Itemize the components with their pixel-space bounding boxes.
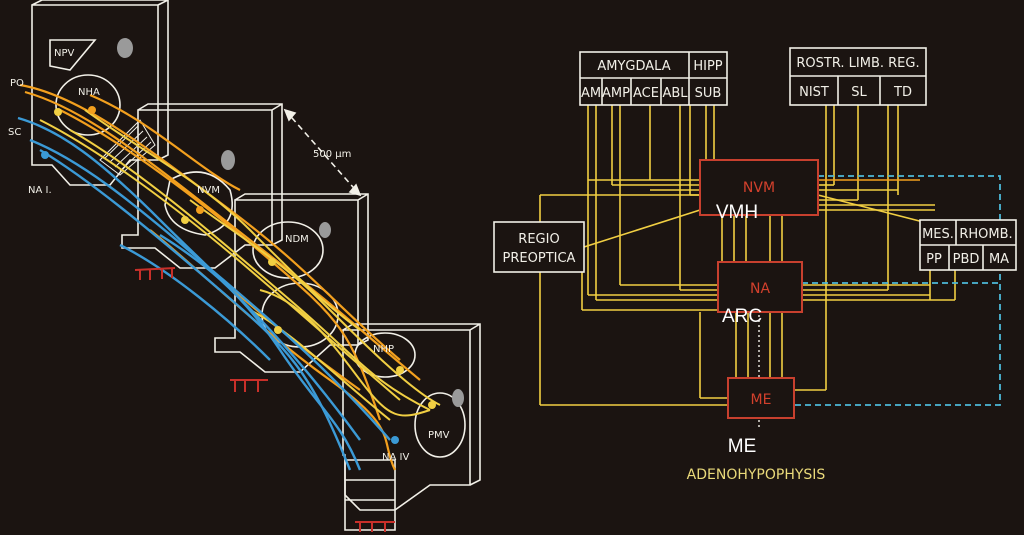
rostr-cell-sl: SL bbox=[851, 85, 867, 100]
fibers-blue bbox=[17, 116, 391, 471]
slice-4-stem bbox=[344, 459, 396, 531]
me-label: ME bbox=[751, 392, 772, 408]
neuron-orange-2 bbox=[196, 206, 204, 214]
red-terminals bbox=[134, 267, 395, 532]
nvm-label: NVM bbox=[743, 180, 775, 196]
scale-arrow-bottom bbox=[348, 183, 362, 197]
slice-4-nhp-region bbox=[354, 332, 416, 378]
amygdala-cell-am: AM bbox=[581, 86, 601, 101]
neuron-orange-1 bbox=[88, 106, 96, 114]
slice-1-spot bbox=[117, 38, 133, 58]
slice-1-nha-region bbox=[55, 74, 121, 136]
left-labels: NPV NHA PO SC NA I. 500 µm NVM NDM NHP P… bbox=[8, 48, 450, 463]
label-scale: 500 µm bbox=[313, 149, 351, 160]
mes-rhomb-box: MES. RHOMB. PP PBD MA bbox=[919, 219, 1017, 271]
label-nhp: NHP bbox=[373, 344, 394, 355]
mes-title: MES. bbox=[922, 227, 954, 242]
rostr-cell-td: TD bbox=[893, 85, 912, 100]
regio-preoptica-box: REGIO PREOPTICA bbox=[493, 221, 585, 273]
scale-arrow-top bbox=[283, 108, 297, 122]
neuron-blue-2 bbox=[391, 436, 399, 444]
rostr-limb-box: ROSTR. LIMB. REG. NIST SL TD bbox=[789, 47, 927, 106]
mes-cell-ma: MA bbox=[989, 252, 1009, 267]
label-na-i: NA I. bbox=[28, 185, 52, 196]
amygdala-cell-ace: ACE bbox=[633, 86, 659, 101]
neuron-markers bbox=[41, 106, 436, 444]
scale-dashed-line bbox=[284, 109, 361, 196]
hipp-title: HIPP bbox=[693, 59, 722, 74]
slice-4-outline bbox=[342, 323, 481, 511]
fibers-yellow bbox=[39, 109, 441, 421]
label-ndm: NDM bbox=[285, 234, 309, 245]
slice-1-npv-region bbox=[49, 39, 97, 71]
label-sc: SC bbox=[8, 127, 21, 138]
rhomb-title: RHOMB. bbox=[959, 227, 1012, 242]
amygdala-cell-amp: AMP bbox=[602, 86, 630, 101]
regio-line-2: PREOPTICA bbox=[503, 251, 576, 266]
me-box: ME ME bbox=[727, 377, 795, 457]
slice-2-nvm-region bbox=[164, 171, 234, 236]
label-na-iv: NA IV bbox=[382, 452, 409, 463]
arc-overlay: ARC bbox=[722, 306, 762, 327]
adenohypophysis-label: ADENOHYPOPHYSIS bbox=[687, 467, 826, 483]
connections-dashed bbox=[794, 175, 1001, 406]
amygdala-box: AMYGDALA HIPP AM AMP ACE ABL SUB bbox=[579, 51, 728, 106]
amygdala-cell-abl: ABL bbox=[662, 86, 688, 101]
neuron-yellow-3 bbox=[268, 258, 276, 266]
hipp-cell-sub: SUB bbox=[695, 86, 722, 101]
mes-cell-pbd: PBD bbox=[953, 252, 980, 267]
regio-line-1: REGIO bbox=[518, 232, 559, 247]
neuron-yellow-6 bbox=[428, 401, 436, 409]
label-po: PO bbox=[10, 78, 24, 89]
na-box: NA ARC bbox=[717, 261, 803, 327]
neuron-yellow-1 bbox=[54, 108, 62, 116]
left-brain-slices bbox=[31, 0, 481, 531]
neuron-yellow-4 bbox=[274, 326, 282, 334]
mes-cell-pp: PP bbox=[926, 252, 942, 267]
nvm-box: NVM VMH bbox=[699, 159, 819, 223]
me-overlay: ME bbox=[728, 436, 757, 457]
vmh-overlay: VMH bbox=[716, 202, 758, 223]
rostr-cell-nist: NIST bbox=[799, 85, 829, 100]
neuron-yellow-5 bbox=[396, 366, 404, 374]
neuron-blue-1 bbox=[41, 151, 49, 159]
slice-3-spot bbox=[319, 222, 331, 238]
amygdala-title: AMYGDALA bbox=[597, 59, 670, 74]
slice-2-spot bbox=[221, 150, 235, 170]
label-pmv: PMV bbox=[428, 430, 450, 441]
slice-1-outline bbox=[31, 0, 169, 186]
na-label: NA bbox=[750, 281, 770, 297]
slice-4-pmv-region bbox=[414, 392, 466, 458]
rostr-title: ROSTR. LIMB. REG. bbox=[796, 56, 919, 71]
label-npv: NPV bbox=[54, 48, 75, 59]
slice-3-outline bbox=[214, 193, 369, 373]
connections-yellow bbox=[539, 105, 956, 406]
slice-3-ndm-region bbox=[252, 221, 324, 279]
neuron-yellow-2 bbox=[181, 216, 189, 224]
label-nvm-left: NVM bbox=[197, 185, 220, 196]
slice-4-spot bbox=[452, 389, 464, 407]
label-nha: NHA bbox=[78, 87, 100, 98]
